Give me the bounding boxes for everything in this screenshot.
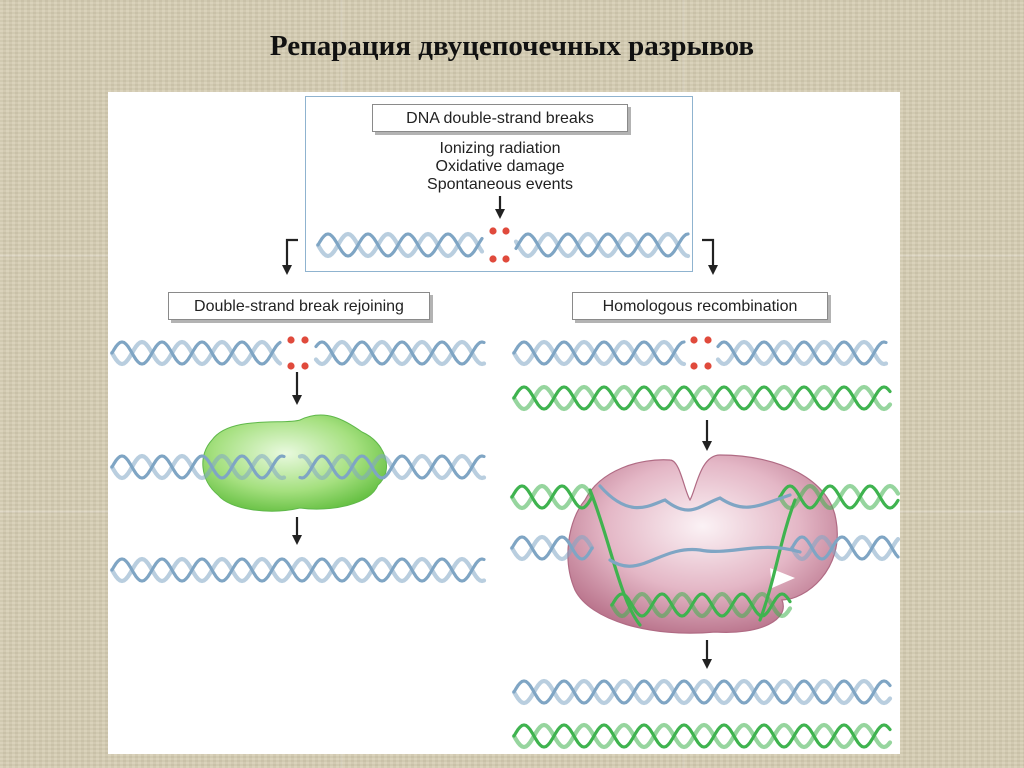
dna-helix-strand-invasion-green: [509, 483, 595, 511]
crossover-strand: [608, 545, 802, 568]
dna-helix-strand-invasion-blue: [509, 534, 595, 562]
cause-item: Spontaneous events: [427, 176, 573, 193]
break-site-right: [690, 336, 712, 370]
diagram-panel: [108, 92, 900, 754]
dna-helix-repaired-left: [109, 556, 487, 584]
dna-helix-bound-left: [109, 453, 487, 481]
arrow-right-branch-icon: [702, 238, 718, 275]
dna-helix-broken-top: [315, 231, 691, 259]
break-site-top: [489, 227, 510, 263]
dsb-label-box: DNA double-strand breaks: [372, 104, 628, 132]
repair-protein-blob: [202, 414, 388, 512]
arrow-left-branch-icon: [282, 238, 298, 275]
dna-helix-strand-invasion-blue: [789, 534, 901, 562]
helices-layer: [109, 231, 901, 750]
complex-notch: [770, 568, 795, 588]
recombination-label-box: Homologous recombination: [572, 292, 828, 320]
slide-title: Репарация двуцепочечных разрывов: [269, 30, 755, 62]
top-frame: [305, 96, 693, 272]
dna-helix-strand-invasion-green: [777, 483, 901, 511]
dna-helix-repaired-right: [511, 678, 893, 706]
dna-helix-broken-right: [511, 339, 889, 367]
rejoining-label: Double-strand break rejoining: [194, 298, 404, 315]
dna-helix-broken-left: [109, 339, 487, 367]
cause-item: Ionizing radiation: [439, 140, 561, 157]
cause-item: Oxidative damage: [435, 158, 565, 175]
dna-helix-homolog-restored: [511, 722, 893, 750]
recombination-label: Homologous recombination: [602, 298, 798, 315]
crossover-strand: [588, 488, 642, 627]
break-site-left: [287, 336, 309, 370]
crossover-strand: [598, 484, 792, 512]
dna-helix-homolog: [511, 384, 893, 412]
causes-list: Ionizing radiation Oxidative damage Spon…: [395, 140, 605, 194]
rejoining-label-box: Double-strand break rejoining: [168, 292, 430, 320]
crossover-strand: [758, 498, 797, 622]
dsb-label: DNA double-strand breaks: [406, 110, 594, 127]
